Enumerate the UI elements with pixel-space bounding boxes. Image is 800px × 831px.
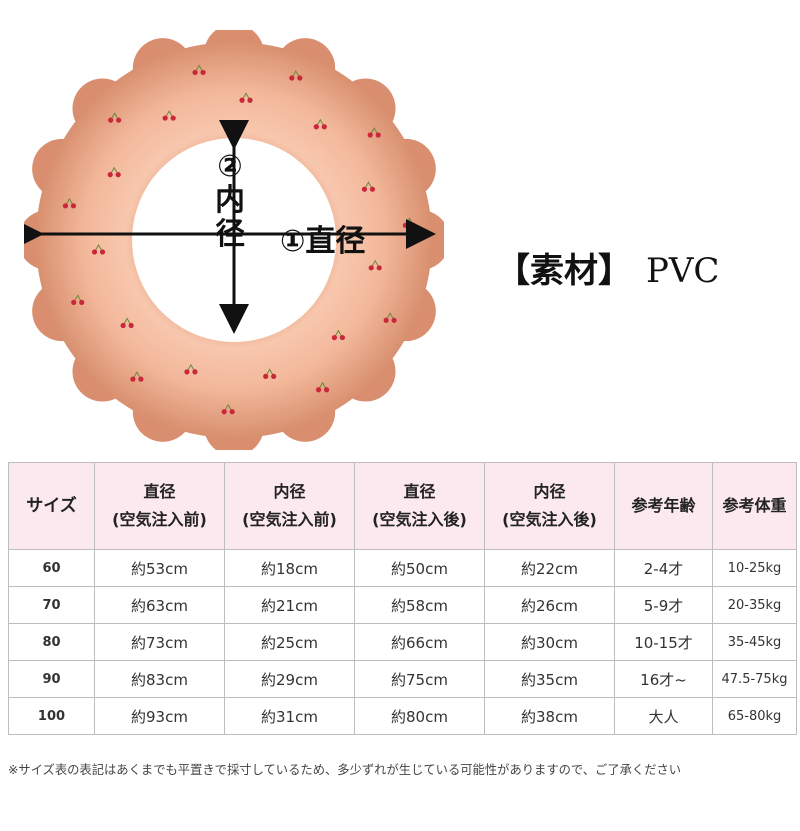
cherry-icon bbox=[361, 181, 376, 192]
cherry-icon bbox=[331, 329, 345, 341]
cell-weight: 47.5-75kg bbox=[712, 660, 797, 698]
inner-label-char2: 径 bbox=[215, 217, 245, 252]
table-row: 80 約73cm 約25cm 約66cm 約30cm 10-15才 35-45k… bbox=[8, 623, 797, 661]
material-value: PVC bbox=[646, 251, 720, 291]
cherry-icon bbox=[367, 126, 381, 138]
cell-inner-after: 約35cm bbox=[484, 660, 615, 698]
cell-inner-before: 約29cm bbox=[224, 660, 355, 698]
table-row: 70 約63cm 約21cm 約58cm 約26cm 5-9才 20-35kg bbox=[8, 586, 797, 624]
header-diameter-before: 直径(空気注入前) bbox=[94, 462, 225, 550]
table-header-row: サイズ 直径(空気注入前) 内径(空気注入前) 直径(空気注入後) 内径(空気注… bbox=[8, 462, 797, 550]
cell-size: 90 bbox=[8, 660, 95, 698]
cell-size: 100 bbox=[8, 697, 95, 735]
cell-size: 60 bbox=[8, 549, 95, 587]
cell-diameter-before: 約73cm bbox=[94, 623, 225, 661]
cell-weight: 65-80kg bbox=[712, 697, 797, 735]
header-inner-after: 内径(空気注入後) bbox=[484, 462, 615, 550]
inner-label-number: ② bbox=[217, 149, 243, 184]
table-row: 60 約53cm 約18cm 約50cm 約22cm 2-4才 10-25kg bbox=[8, 549, 797, 587]
cell-diameter-after: 約80cm bbox=[354, 697, 485, 735]
cherry-icon bbox=[239, 92, 253, 103]
cherry-icon bbox=[383, 312, 397, 323]
cherry-icon bbox=[313, 118, 327, 130]
table-row: 100 約93cm 約31cm 約80cm 約38cm 大人 65-80kg bbox=[8, 697, 797, 735]
material-line: 【素材】 PVC bbox=[496, 243, 719, 292]
diameter-label: ①直径 bbox=[280, 224, 366, 259]
cell-age: 5-9才 bbox=[614, 586, 713, 624]
cherry-icon bbox=[162, 110, 176, 121]
cell-inner-after: 約38cm bbox=[484, 697, 615, 735]
header-diameter-after: 直径(空気注入後) bbox=[354, 462, 485, 550]
cherry-icon bbox=[130, 371, 144, 382]
cell-inner-after: 約22cm bbox=[484, 549, 615, 587]
cherry-icon bbox=[192, 64, 206, 76]
cell-inner-after: 約26cm bbox=[484, 586, 615, 624]
disclaimer-note: ※サイズ表の表記はあくまでも平置きで採寸しているため、多少ずれが生じている可能性… bbox=[8, 763, 682, 777]
inner-diameter-label: ② 内 径 bbox=[210, 150, 250, 252]
table-row: 90 約83cm 約29cm 約75cm 約35cm 16才~ 47.5-75k… bbox=[8, 660, 797, 698]
cherry-icon bbox=[62, 197, 77, 209]
cell-inner-before: 約25cm bbox=[224, 623, 355, 661]
cell-diameter-before: 約53cm bbox=[94, 549, 225, 587]
cherry-icon bbox=[108, 112, 122, 123]
cell-age: 大人 bbox=[614, 697, 713, 735]
cell-diameter-after: 約75cm bbox=[354, 660, 485, 698]
cell-diameter-before: 約93cm bbox=[94, 697, 225, 735]
cell-diameter-after: 約58cm bbox=[354, 586, 485, 624]
cell-age: 16才~ bbox=[614, 660, 713, 698]
cherry-icon bbox=[221, 403, 235, 415]
cherry-icon bbox=[71, 294, 85, 305]
cherry-icon bbox=[315, 381, 330, 393]
cell-inner-before: 約31cm bbox=[224, 697, 355, 735]
swim-ring-illustration: ② 内 径 ①直径 bbox=[24, 30, 444, 450]
header-age: 参考年齢 bbox=[614, 462, 713, 550]
cell-diameter-after: 約66cm bbox=[354, 623, 485, 661]
cell-inner-after: 約30cm bbox=[484, 623, 615, 661]
header-weight: 参考体重 bbox=[712, 462, 797, 550]
cell-diameter-after: 約50cm bbox=[354, 549, 485, 587]
material-key: 【素材】 bbox=[496, 251, 632, 291]
inner-label-char1: 内 bbox=[215, 183, 245, 218]
cell-age: 2-4才 bbox=[614, 549, 713, 587]
cell-weight: 10-25kg bbox=[712, 549, 797, 587]
size-table: サイズ 直径(空気注入前) 内径(空気注入前) 直径(空気注入後) 内径(空気注… bbox=[8, 462, 797, 735]
cell-weight: 35-45kg bbox=[712, 623, 797, 661]
header-inner-before: 内径(空気注入前) bbox=[224, 462, 355, 550]
cherry-icon bbox=[289, 69, 303, 81]
cherry-icon bbox=[120, 317, 134, 329]
cherry-icon bbox=[263, 368, 277, 379]
cell-weight: 20-35kg bbox=[712, 586, 797, 624]
cherry-icon bbox=[107, 166, 121, 178]
cell-size: 70 bbox=[8, 586, 95, 624]
header-size: サイズ bbox=[8, 462, 95, 550]
cherry-icon bbox=[184, 363, 198, 375]
cell-inner-before: 約21cm bbox=[224, 586, 355, 624]
swim-ring-graphic bbox=[24, 30, 444, 450]
cell-diameter-before: 約63cm bbox=[94, 586, 225, 624]
cell-inner-before: 約18cm bbox=[224, 549, 355, 587]
cell-diameter-before: 約83cm bbox=[94, 660, 225, 698]
cell-size: 80 bbox=[8, 623, 95, 661]
cherry-icon bbox=[368, 259, 382, 271]
cell-age: 10-15才 bbox=[614, 623, 713, 661]
